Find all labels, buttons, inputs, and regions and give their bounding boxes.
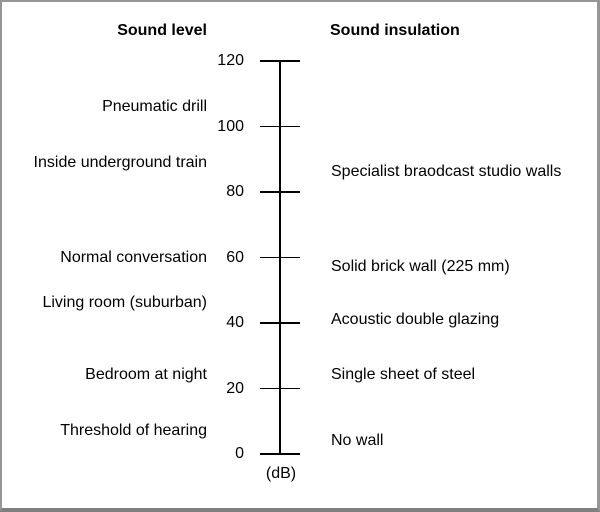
insulation-item: No wall xyxy=(331,431,384,449)
insulation-item: Specialist braodcast studio walls xyxy=(331,163,562,181)
axis-tick xyxy=(260,125,300,128)
sound-level-item: Normal conversation xyxy=(60,248,207,266)
sound-level-item: Threshold of hearing xyxy=(60,422,207,440)
left-column-header: Sound level xyxy=(117,22,207,39)
sound-level-item: Bedroom at night xyxy=(85,366,207,384)
axis-tick-label: 40 xyxy=(226,314,244,331)
axis-tick-label: 100 xyxy=(217,117,244,135)
axis-tick-label: 60 xyxy=(226,248,244,266)
axis-tick-label: 120 xyxy=(217,52,244,69)
axis-tick-label: 0 xyxy=(235,445,244,462)
axis-tick xyxy=(260,387,300,390)
insulation-item: Solid brick wall (225 mm) xyxy=(331,258,510,276)
axis-tick xyxy=(260,322,300,324)
axis-tick-label: 80 xyxy=(226,183,244,200)
insulation-item: Single sheet of steel xyxy=(331,366,476,384)
axis-tick-label: 20 xyxy=(226,379,244,397)
sound-level-item: Inside underground train xyxy=(33,153,207,171)
sound-level-item: Living room (suburban) xyxy=(42,294,207,312)
axis-tick xyxy=(260,191,300,193)
right-column-header: Sound insulation xyxy=(330,22,460,39)
axis-tick xyxy=(260,256,300,259)
axis-tick xyxy=(260,60,300,62)
axis-unit-label: (dB) xyxy=(265,465,297,482)
axis-tick xyxy=(260,453,300,455)
insulation-item: Acoustic double glazing xyxy=(331,310,500,328)
sound-level-item: Pneumatic drill xyxy=(102,97,207,115)
